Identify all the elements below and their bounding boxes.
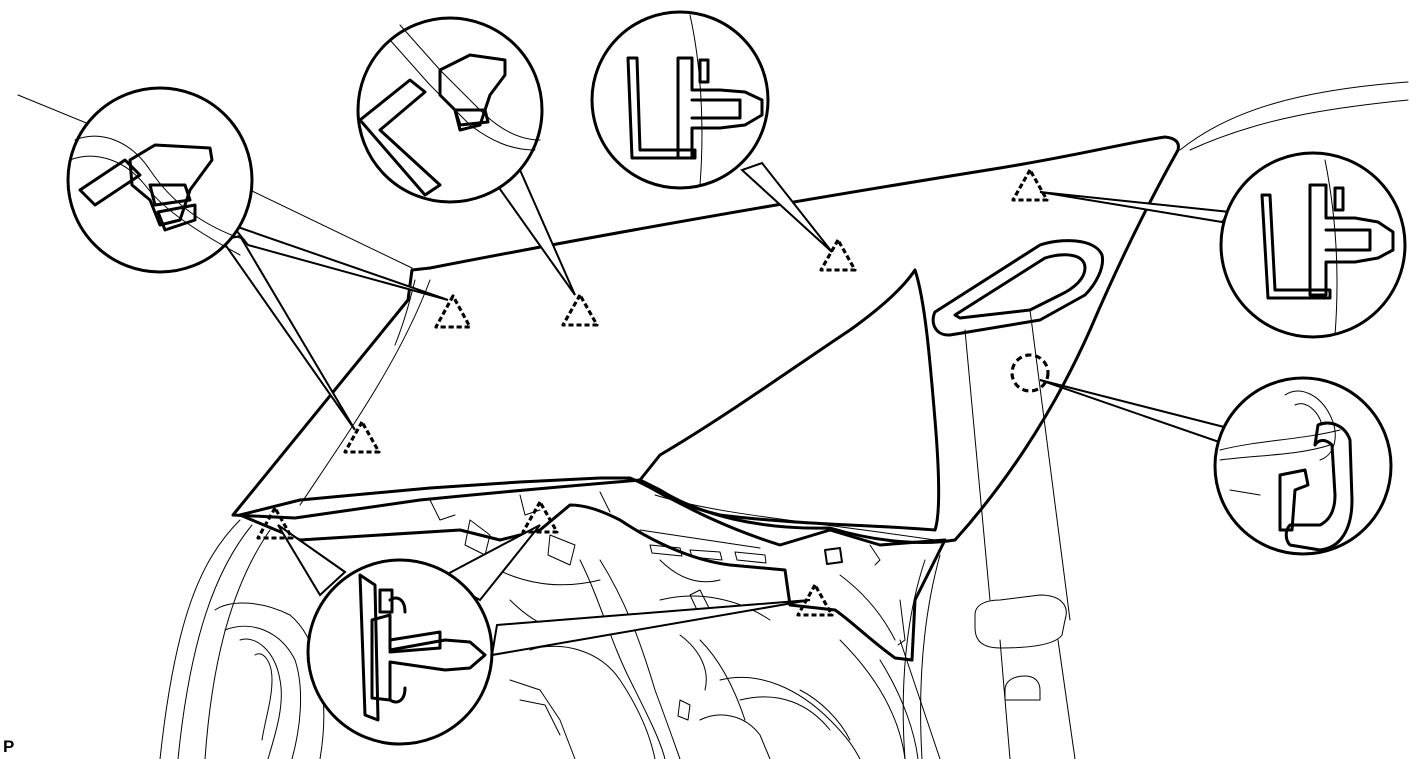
quarter-window-opening: [638, 268, 941, 532]
detail-circle-clip-5: [306, 558, 494, 746]
detail-circle-clip-4: [1219, 151, 1407, 339]
detail-circle-clip-2: [356, 16, 544, 204]
seat-belt-guide: [931, 239, 1105, 337]
vehicle-body-background: [17, 81, 1409, 759]
quarter-trim-panel: [231, 135, 1180, 759]
clip-location-markers-top: [256, 168, 1050, 617]
leader-lines: [220, 161, 1232, 657]
detail-circle-clip-3: [590, 10, 770, 190]
leader-lower-left: [277, 524, 347, 597]
leader-belt-clip: [1039, 379, 1230, 445]
leader-upper-center-right: [740, 161, 833, 253]
detail-circle-clip-1: [66, 86, 254, 274]
figure-code-label: P: [3, 737, 15, 756]
lower-garnish: [238, 476, 947, 662]
leader-lower-right: [490, 599, 811, 657]
detail-circle-claw: [1213, 376, 1393, 556]
clip-marker: [521, 500, 559, 534]
